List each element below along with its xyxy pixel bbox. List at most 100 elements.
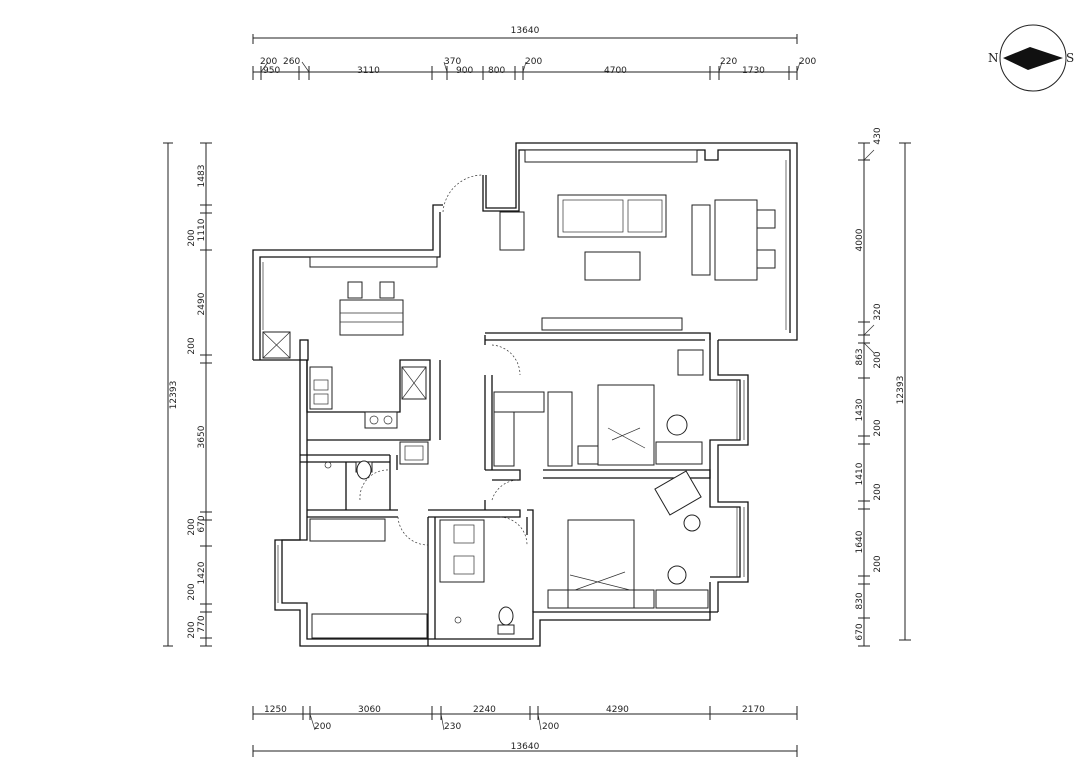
right-total-dimension: 12393: [896, 142, 911, 641]
bottom-seg-200b: 200: [542, 722, 559, 732]
shelf: [547, 391, 573, 467]
right-seg-200a: 200: [873, 351, 883, 368]
dining-chair: [347, 281, 363, 299]
bench: [691, 204, 711, 276]
compass-north-label: N: [988, 51, 999, 65]
bottom-total-label: 13640: [511, 742, 540, 752]
living-room: [499, 149, 776, 331]
desk-table: [714, 199, 758, 281]
bottom-seg-2240: 2240: [473, 705, 496, 715]
top-seg-1730: 1730: [742, 66, 765, 76]
side-cabinet: [677, 349, 704, 376]
right-seg-1640: 1640: [855, 530, 865, 553]
desk: [655, 441, 703, 465]
top-seg-4700: 4700: [604, 66, 627, 76]
right-segment-dimension: 430 4000 320 200 863 1430 200 1410 200 1…: [855, 127, 883, 647]
desk: [655, 589, 709, 609]
wash-basin: [399, 441, 429, 465]
left-seg-2490: 2490: [197, 292, 207, 315]
right-seg-670: 670: [855, 623, 865, 640]
left-seg-200c: 200: [187, 518, 197, 535]
right-seg-430: 430: [873, 127, 883, 144]
dining-sideboard: [309, 256, 438, 268]
windows: [262, 160, 787, 603]
coffee-table: [584, 251, 641, 281]
top-seg-200b: 200: [525, 57, 542, 67]
doors: [359, 174, 528, 546]
left-seg-3650: 3650: [197, 425, 207, 448]
left-seg-1110: 1110: [197, 218, 207, 241]
bed: [597, 384, 655, 466]
right-total-label: 12393: [896, 376, 906, 405]
bed: [567, 519, 635, 591]
bottom-seg-2170: 2170: [742, 705, 765, 715]
tv-cabinet: [524, 149, 698, 163]
interior-walls: [299, 332, 711, 646]
left-total-label: 12393: [169, 381, 179, 410]
chair: [756, 249, 776, 269]
bed-bench: [311, 613, 428, 639]
double-vanity: [439, 519, 485, 583]
cabinet: [541, 317, 683, 331]
dining-chair: [379, 281, 395, 299]
wardrobe: [309, 518, 386, 542]
top-seg-200a: 200: [260, 57, 277, 67]
top-seg-260: 260: [283, 57, 300, 67]
kitchen: [309, 366, 427, 429]
right-seg-200c: 200: [873, 483, 883, 500]
compass: N S: [988, 24, 1074, 92]
left-seg-1483: 1483: [197, 165, 207, 188]
toilet: [356, 460, 372, 480]
armchair: [654, 470, 702, 516]
top-seg-370: 370: [444, 57, 461, 67]
top-total-dimension: 13640: [252, 26, 798, 44]
right-seg-830: 830: [855, 592, 865, 609]
bottom-seg-200a: 200: [314, 722, 331, 732]
right-seg-200b: 200: [873, 419, 883, 436]
exterior-walls: [252, 142, 798, 647]
left-seg-200b: 200: [187, 337, 197, 354]
toilet: [498, 606, 514, 626]
left-seg-200a: 200: [187, 229, 197, 246]
left-seg-200e: 200: [187, 621, 197, 638]
bedroom-3: [547, 470, 709, 609]
top-seg-950: 950: [263, 66, 280, 76]
sofa: [557, 194, 667, 238]
right-seg-863: 863: [855, 348, 865, 365]
bottom-total-dimension: 13640: [252, 742, 798, 757]
bottom-seg-230: 230: [444, 722, 461, 732]
sofa-bed: [493, 391, 545, 413]
top-seg-3110: 3110: [357, 66, 380, 76]
left-seg-770: 770: [197, 615, 207, 632]
right-seg-1410: 1410: [855, 462, 865, 485]
dining-area: [262, 256, 438, 359]
armchair: [499, 211, 525, 251]
right-seg-320: 320: [873, 303, 883, 320]
top-seg-800: 800: [488, 66, 505, 76]
right-seg-200d: 200: [873, 555, 883, 572]
kitchen-sink: [309, 366, 333, 410]
left-seg-670: 670: [197, 515, 207, 532]
top-seg-220: 220: [720, 57, 737, 67]
bathroom-1: [324, 441, 429, 480]
left-total-dimension: 12393: [163, 142, 179, 647]
left-seg-1420: 1420: [197, 561, 207, 584]
left-segment-dimension: 1483 200 1110 2490 200 3650 200 670 1420…: [187, 142, 212, 647]
top-total-label: 13640: [511, 26, 540, 36]
right-seg-1430: 1430: [855, 398, 865, 421]
bottom-seg-1250: 1250: [264, 705, 287, 715]
bedroom-2: [493, 349, 704, 467]
right-seg-4000: 4000: [855, 228, 865, 251]
dining-table: [339, 299, 404, 336]
top-segment-dimension: 200 950 260 3110 370 900 800 200 4700 22…: [252, 57, 816, 80]
bottom-seg-4290: 4290: [606, 705, 629, 715]
bedroom-1: [309, 518, 428, 639]
bottom-seg-3060: 3060: [358, 705, 381, 715]
chair: [756, 209, 776, 229]
bottom-segment-dimension: 1250 200 3060 230 2240 200 4290 2170: [252, 705, 798, 732]
top-seg-200c: 200: [799, 57, 816, 67]
bathroom-2: [439, 519, 515, 635]
compass-south-label: S: [1066, 51, 1074, 65]
left-seg-200d: 200: [187, 583, 197, 600]
